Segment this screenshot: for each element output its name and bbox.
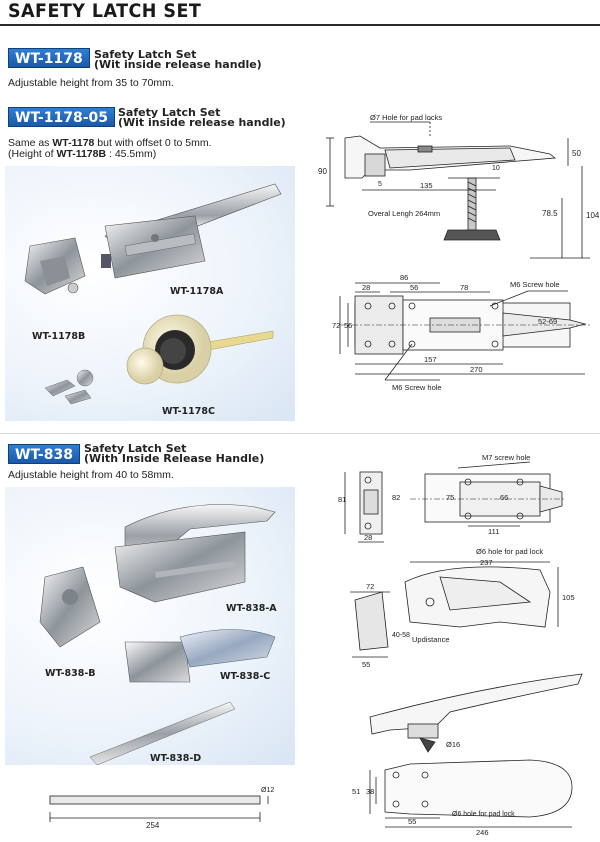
part-caption: WT-838-A: [226, 603, 277, 614]
product-title: Safety Latch Set: [84, 442, 187, 455]
technical-drawing-rod: 254 Ø12: [49, 787, 274, 830]
dim-label: Ø12: [261, 787, 274, 794]
dim-label: Ø7 Hole for pad locks: [370, 113, 442, 122]
dim-label: Ø6 hole for pad lock: [476, 547, 543, 556]
dim-label: 90: [318, 167, 327, 176]
technical-drawing-838: M7 screw hole 81 82 75 66 28 111 Ø6 hole…: [338, 453, 583, 837]
latch-handle-part: [101, 183, 282, 279]
dim-label: 40-58: [392, 632, 410, 639]
dim-label: 72: [366, 582, 374, 591]
release-knob-part: [126, 314, 274, 385]
dim-label: 157: [424, 355, 437, 364]
dim-label: Ø16: [446, 740, 460, 749]
product-photo-area: [5, 487, 295, 766]
dim-label: 270: [470, 365, 483, 374]
dim-label: Updistance: [412, 635, 450, 644]
product-description-height: (Height of WT-1178B : 45.5mm): [8, 148, 157, 160]
dim-label: 56: [410, 283, 418, 292]
product-subtitle: (Wit inside release handle): [94, 58, 262, 71]
title-divider: [0, 24, 600, 26]
product-subtitle: (With Inside Release Handle): [84, 452, 265, 465]
product-title: Safety Latch Set: [118, 106, 221, 119]
product-subtitle: (Wit inside release handle): [118, 116, 286, 129]
dim-label: 72: [332, 321, 340, 330]
dim-label: 81: [338, 495, 346, 504]
page-title: SAFETY LATCH SET: [8, 0, 202, 22]
dim-label: 56: [344, 321, 352, 330]
dim-label: 86: [400, 273, 408, 282]
dim-label: 78: [460, 283, 468, 292]
part-caption: WT-838-D: [150, 753, 202, 764]
dim-label: M7 screw hole: [482, 453, 530, 462]
product-code-badge: WT-838: [8, 444, 80, 464]
latch-strike-part: [39, 566, 101, 648]
part-caption: WT-838-C: [220, 671, 271, 682]
part-caption: WT-1178A: [170, 286, 224, 297]
dim-label: 105: [562, 593, 575, 602]
part-caption: WT-1178B: [32, 331, 86, 342]
dim-label: 55: [408, 817, 416, 826]
rod-part: [89, 701, 236, 766]
dim-label: M6 Screw hole: [392, 383, 442, 392]
dim-label: 55: [362, 660, 370, 669]
product-photo-area: [5, 166, 295, 421]
dim-label: 104: [586, 211, 600, 220]
dim-label: 5: [378, 181, 382, 188]
latch-tongue-part: [124, 629, 276, 683]
latch-strike-part: [24, 237, 86, 295]
dim-label: M6 Screw hole: [510, 280, 560, 289]
latch-photo-illustration: [24, 183, 282, 405]
dim-label: 52-69: [538, 317, 557, 326]
product-description: Adjustable height from 40 to 58mm.: [8, 469, 174, 481]
dim-label: Ø6 hole for pad lock: [452, 811, 515, 818]
technical-drawing-1178: Ø7 Hole for pad locks 50 90 5 10 135 78.…: [318, 113, 600, 392]
dim-label: 254: [146, 821, 160, 830]
dim-label: 10: [492, 165, 500, 172]
dim-label: 75: [446, 493, 454, 502]
dim-label: 38: [366, 787, 374, 796]
dim-label: 78.5: [542, 209, 558, 218]
dim-label: 28: [362, 283, 370, 292]
product-title: Safety Latch Set: [94, 48, 197, 61]
part-caption: WT-1178C: [162, 406, 215, 417]
latch-photo-illustration: [39, 504, 276, 766]
product-code-badge: WT-1178: [8, 48, 90, 68]
dim-label: 135: [420, 181, 433, 190]
dim-label: 246: [476, 828, 489, 837]
dim-label: Overal Lengh 264mm: [368, 209, 440, 218]
section-divider: [0, 433, 600, 434]
dim-label: 111: [488, 527, 499, 536]
product-code-badge: WT-1178-05: [8, 107, 116, 127]
dim-label: 66: [500, 493, 508, 502]
product-description: Same as WT-1178 but with offset 0 to 5mm…: [8, 137, 212, 149]
dim-label: 50: [572, 149, 581, 158]
keys-part: [44, 369, 94, 405]
dim-label: 51: [352, 787, 360, 796]
dim-label: 28: [364, 533, 372, 542]
latch-handle-part: [114, 504, 276, 603]
dim-label: 82: [392, 493, 400, 502]
dim-label: 237: [480, 558, 493, 567]
product-description: Adjustable height from 35 to 70mm.: [8, 77, 174, 89]
part-caption: WT-838-B: [45, 668, 96, 679]
